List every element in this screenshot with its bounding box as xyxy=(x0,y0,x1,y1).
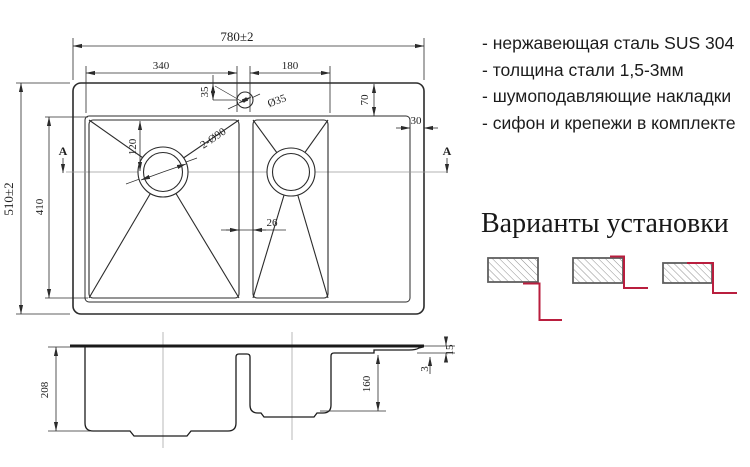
countertop-section xyxy=(572,257,624,284)
faucet-hole xyxy=(213,91,261,110)
dim-right-bowl-width: 180 xyxy=(282,60,299,72)
dim-right-offset: 30 xyxy=(411,115,423,127)
top-view-dimensions xyxy=(16,38,450,315)
right-bowl xyxy=(252,119,329,299)
dim-bowls-height: 410 xyxy=(34,198,46,215)
section-label-right: A xyxy=(443,144,452,158)
inner-area xyxy=(84,115,411,303)
countertop-section xyxy=(662,262,713,284)
countertop-section xyxy=(487,257,539,283)
feature-item: - толщина стали 1,5-3мм xyxy=(482,59,684,80)
dim-left-bowl-width: 340 xyxy=(153,60,170,72)
left-bowl xyxy=(88,119,240,299)
dim-top-offset: 70 xyxy=(359,94,371,106)
feature-item: - сифон и крепежи в комплекте xyxy=(482,112,736,133)
dim-width-total: 780±2 xyxy=(220,29,253,44)
dim-faucet-hole: Ø35 xyxy=(266,92,288,110)
dim-rim-height: 15 xyxy=(444,344,456,356)
sink-rim xyxy=(70,344,424,348)
sink-outline xyxy=(72,82,425,315)
section-label-left: A xyxy=(59,144,68,158)
dim-drain-holes: 2-Ø90 xyxy=(198,125,228,151)
sink-edge-profile xyxy=(610,255,648,289)
section-profile xyxy=(84,346,424,437)
top-view xyxy=(66,82,448,315)
installation-diagram-undermount xyxy=(487,257,562,321)
installation-title: Варианты установки xyxy=(481,208,729,239)
installation-diagram-flush xyxy=(572,255,648,289)
feature-item: - шумоподавляющие накладки xyxy=(482,86,732,106)
sink-technical-drawing: 780±2 340 180 35 Ø35 70 30 2-Ø90 120 410… xyxy=(1,29,456,448)
feature-item: - нержавеющая сталь SUS 304 xyxy=(482,33,735,53)
side-view xyxy=(70,332,424,448)
side-view-dimensions xyxy=(48,336,455,432)
dim-small-bowl-depth: 160 xyxy=(361,375,373,392)
feature-list: - нержавеющая сталь SUS 304 - толщина ст… xyxy=(482,30,742,136)
installation-diagram-overmount xyxy=(662,262,737,294)
sink-edge-profile xyxy=(687,262,737,294)
dim-height-total: 510±2 xyxy=(1,182,16,215)
dim-rim-lip: 3 xyxy=(419,366,431,372)
dim-faucet-offset: 35 xyxy=(199,86,211,98)
sink-edge-profile xyxy=(523,282,562,321)
installation-diagrams xyxy=(487,255,737,321)
dim-overall-depth: 208 xyxy=(39,381,51,398)
dim-drain-from-top: 120 xyxy=(127,138,139,155)
dim-divider-width: 26 xyxy=(267,217,279,229)
